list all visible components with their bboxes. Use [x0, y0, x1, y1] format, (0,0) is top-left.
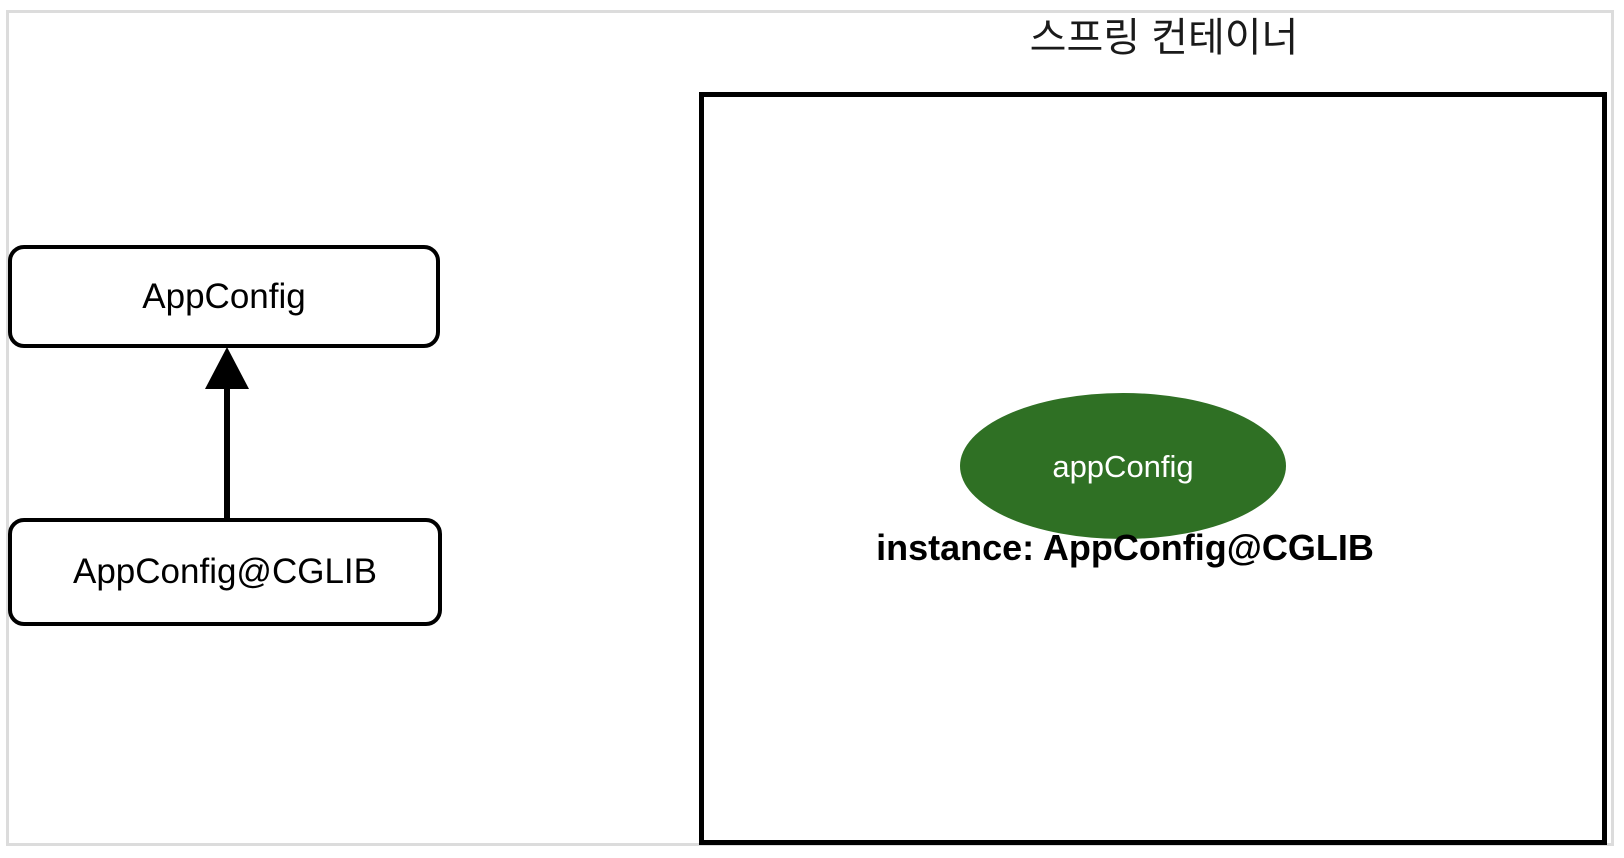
class-box-appconfig[interactable]: AppConfig: [8, 245, 440, 348]
bean-node-label: appConfig: [1052, 448, 1194, 484]
bean-node-appconfig[interactable]: appConfig: [960, 393, 1286, 539]
inheritance-arrow-icon: [205, 347, 249, 523]
class-box-appconfig-cglib[interactable]: AppConfig@CGLIB: [8, 518, 442, 626]
class-box-appconfig-label: AppConfig: [142, 276, 306, 316]
class-box-appconfig-cglib-label: AppConfig@CGLIB: [72, 552, 377, 591]
bean-instance-text: instance: AppConfig@CGLIB: [876, 527, 1374, 568]
spring-container-title: 스프링 컨테이너: [1029, 16, 1299, 60]
